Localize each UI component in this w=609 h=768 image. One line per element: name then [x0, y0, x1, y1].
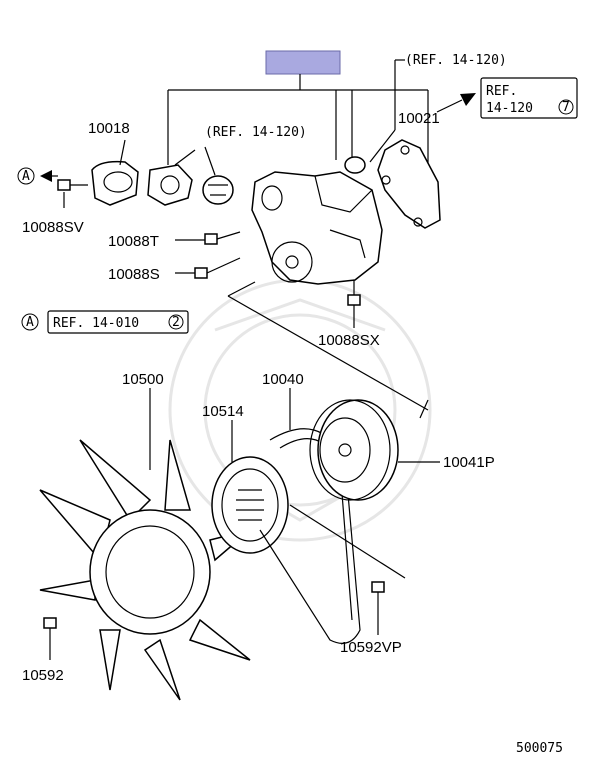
pulley-part — [309, 399, 440, 501]
label-10088sv: 10088SV — [22, 219, 84, 236]
marker-a-circle-bottom — [21, 313, 39, 331]
marker-a-circle-top — [17, 167, 35, 185]
bolt-10592vp — [371, 581, 385, 635]
label-10500: 10500 — [122, 371, 164, 388]
ref-a-number: 2 — [172, 315, 180, 330]
label-10514: 10514 — [202, 403, 244, 420]
fan-clutch-part — [211, 420, 289, 554]
label-10021: 10021 — [398, 110, 440, 127]
label-10088sx: 10088SX — [318, 332, 380, 349]
bolt-10088t — [175, 231, 241, 245]
ref-box-number: 7 — [562, 100, 570, 115]
fan-part — [39, 388, 251, 701]
label-10040: 10040 — [262, 371, 304, 388]
label-10041p: 10041P — [443, 454, 495, 471]
water-pump-part — [251, 171, 383, 285]
label-10592: 10592 — [22, 667, 64, 684]
highlight-box — [265, 50, 341, 75]
leader-ref-top — [369, 129, 396, 163]
label-10088s: 10088S — [108, 266, 160, 283]
bolt-10088sv — [57, 179, 88, 208]
ref-top-label: (REF. 14-120) — [405, 53, 507, 68]
gasket-left-part — [147, 164, 193, 206]
diagram-code: 500075 — [516, 741, 563, 756]
o-ring-part — [344, 156, 366, 174]
ref-a-label: REF. 14-010 — [53, 316, 139, 331]
label-10018: 10018 — [88, 120, 130, 137]
ref-a-box-frame — [47, 310, 189, 334]
ref-box-number-circle — [558, 99, 574, 115]
bolt-10088sx — [347, 280, 361, 328]
thermostat-part — [174, 146, 234, 205]
thermostat-housing-part — [91, 139, 139, 206]
ref-box-line1: REF. — [486, 84, 517, 99]
bolt-10088s — [175, 257, 241, 279]
bolt-10592 — [43, 617, 57, 660]
label-10592vp: 10592VP — [340, 639, 402, 656]
ref-box-line2: 14-120 — [486, 101, 533, 116]
arrow-a-left — [40, 170, 58, 182]
marker-a-top: A — [22, 169, 30, 184]
ref-box-frame — [480, 77, 578, 119]
gasket-right-part — [377, 139, 441, 229]
label-10088t: 10088T — [108, 233, 159, 250]
marker-a-bottom: A — [26, 315, 34, 330]
arrow-ref-box — [436, 93, 476, 113]
group-bracket — [167, 74, 429, 168]
ref-a-number-circle — [168, 314, 184, 330]
ref-mid-label: (REF. 14-120) — [205, 125, 307, 140]
